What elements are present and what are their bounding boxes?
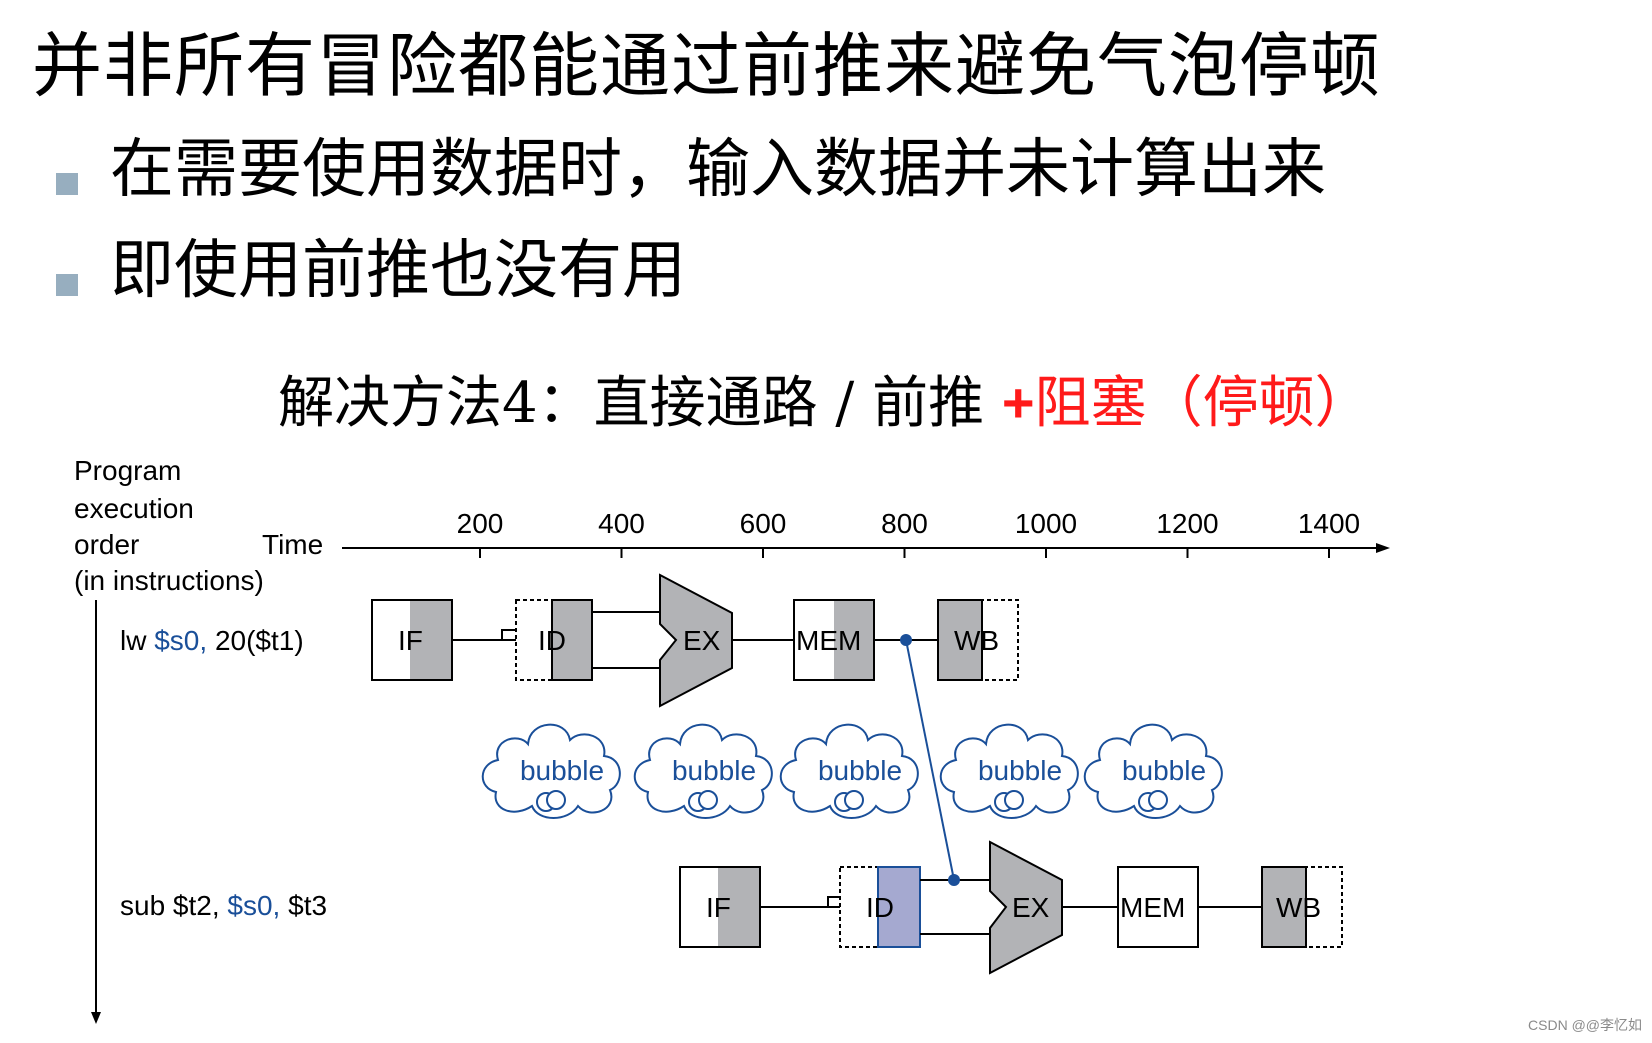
bubble-label: bubble	[978, 755, 1062, 786]
bubble-cloud-icon: bubble	[633, 723, 773, 819]
stage-label: IF	[398, 625, 423, 656]
stage-label: WB	[1276, 892, 1321, 923]
time-label: Time	[262, 529, 323, 560]
stage-mem	[1117, 866, 1199, 948]
bubble-label: bubble	[818, 755, 902, 786]
bubble-cloud-icon: bubble	[1083, 723, 1223, 819]
order-arrowhead-icon	[91, 1012, 101, 1024]
stage-ex-alu	[659, 573, 733, 708]
instruction-sub: sub $t2, $s0, $t3	[120, 890, 327, 921]
order-label-line: Program	[74, 455, 181, 486]
stage-ex-alu	[989, 840, 1063, 975]
stage-label: ID	[866, 892, 894, 923]
subtitle-highlight: 阻塞（停顿）	[1034, 371, 1371, 436]
stage-label: MEM	[1120, 892, 1185, 923]
pipeline-row-lw: IF ID EX MEM WB	[371, 573, 1019, 708]
forward-source-dot-icon	[900, 634, 912, 646]
order-label-line: order	[74, 529, 139, 560]
order-label-line: (in instructions)	[74, 565, 264, 596]
instruction-lw: lw $s0, 20($t1)	[120, 625, 304, 656]
pipeline-row-sub: IF ID EX MEM WB	[679, 840, 1343, 975]
bullet-1: 在需要使用数据时，输入数据并未计算出来	[110, 133, 1326, 207]
stage-label: EX	[1012, 892, 1050, 923]
time-tick-label: 200	[457, 508, 504, 539]
stage-label: WB	[954, 625, 999, 656]
order-label-line: execution	[74, 493, 194, 524]
bubble-label: bubble	[1122, 755, 1206, 786]
stage-label: ID	[538, 625, 566, 656]
time-tick-label: 800	[881, 508, 928, 539]
bubble-cloud-icon: bubble	[481, 723, 621, 819]
time-tick-label: 1200	[1156, 508, 1218, 539]
subtitle-prefix: 解决方法4：直接通路 / 前推	[278, 371, 1002, 436]
time-tick-label: 1400	[1298, 508, 1360, 539]
time-tick-label: 1000	[1015, 508, 1077, 539]
solution-subtitle: 解决方法4：直接通路 / 前推 +阻塞（停顿）	[278, 368, 1371, 439]
stage-label: MEM	[796, 625, 861, 656]
forwarding-path	[905, 639, 955, 881]
bullet-marker-icon	[56, 274, 78, 296]
stage-label: IF	[706, 892, 731, 923]
stage-label: EX	[683, 625, 721, 656]
bullet-marker-icon	[56, 173, 78, 195]
slide-title: 并非所有冒险都能通过前推来避免气泡停顿	[32, 25, 1381, 107]
bubble-label: bubble	[672, 755, 756, 786]
time-tick-label: 400	[598, 508, 645, 539]
bullet-2: 即使用前推也没有用	[110, 234, 686, 308]
bubble-cloud-icon: bubble	[939, 723, 1079, 819]
subtitle-plus: +	[1001, 371, 1035, 434]
watermark: CSDN @@李忆如	[1528, 1017, 1642, 1033]
forward-target-dot-icon	[948, 874, 960, 886]
bubbles-row: bubble bubble bubble bubble bubble	[481, 723, 1223, 819]
time-arrowhead-icon	[1376, 543, 1390, 553]
bubble-label: bubble	[520, 755, 604, 786]
bubble-cloud-icon: bubble	[779, 723, 919, 819]
time-tick-label: 600	[740, 508, 787, 539]
